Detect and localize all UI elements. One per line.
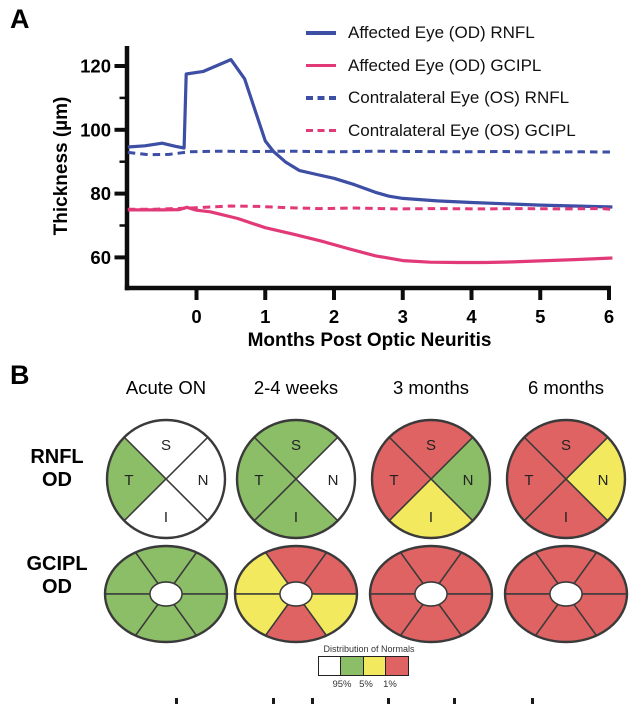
- legend-label: Affected Eye (OD) RNFL: [348, 23, 535, 42]
- panel-a-label: A: [10, 4, 30, 34]
- normals-cell-yellow: [362, 656, 387, 676]
- quadrant-letter-I: I: [429, 509, 433, 526]
- rnfl-row-label-line2: OD: [42, 469, 72, 491]
- quadrant-letter-I: I: [294, 509, 298, 526]
- quadrant-letter-N: N: [198, 472, 209, 489]
- y-axis-title: Thickness (µm): [51, 96, 72, 236]
- y-tick-label: 80: [90, 183, 111, 204]
- legend-row: Affected Eye (OD) RNFL: [306, 22, 535, 44]
- rnfl-circle-outline: [505, 418, 627, 540]
- column-header: Acute ON: [125, 377, 207, 398]
- x-tick-label: 3: [398, 306, 408, 327]
- rnfl-circle-outline: [235, 418, 357, 540]
- legend-label: Contralateral Eye (OS) RNFL: [348, 88, 570, 107]
- cropped-text-fragment: [531, 698, 534, 704]
- x-tick-label: 4: [466, 306, 477, 327]
- rnfl-row-label: RNFL OD: [7, 446, 107, 492]
- quadrant-letter-S: S: [426, 437, 436, 454]
- x-tick-label: 6: [604, 306, 614, 327]
- quadrant-letter-T: T: [254, 472, 263, 489]
- quadrant-letter-T: T: [389, 472, 398, 489]
- quadrant-letter-T: T: [524, 472, 533, 489]
- normals-cell-red: [385, 656, 410, 676]
- quadrant-letter-N: N: [598, 472, 609, 489]
- rnfl-circle-outline: [105, 418, 227, 540]
- legend-label: Contralateral Eye (OS) GCIPL: [348, 120, 576, 140]
- gcipl-row-label-line2: OD: [42, 576, 72, 598]
- x-tick-label: 5: [535, 306, 545, 327]
- gcipl-row-label: GCIPL OD: [7, 553, 107, 599]
- y-tick-label: 60: [90, 247, 111, 268]
- normals-cutoff-label: 5%: [359, 679, 373, 690]
- legend-row: Contralateral Eye (OS) RNFL: [306, 87, 569, 109]
- column-header: 6 months: [527, 377, 605, 398]
- cropped-text-fragment: [387, 698, 390, 704]
- normals-legend-title: Distribution of Normals: [323, 644, 415, 654]
- legend-label: Affected Eye (OD) GCIPL: [348, 55, 542, 75]
- legend-line-sample: [306, 128, 336, 133]
- quadrant-letter-I: I: [164, 509, 168, 526]
- quadrant-letter-S: S: [561, 437, 571, 454]
- legend-line-sample: [306, 31, 336, 35]
- rnfl-circle-outline: [370, 418, 492, 540]
- gcipl-row-label-line1: GCIPL: [26, 553, 88, 575]
- x-tick-label: 0: [191, 306, 201, 327]
- cropped-text-fragment: [272, 698, 275, 704]
- gcipl-outline: [103, 544, 229, 644]
- gcipl-center-hole: [414, 581, 448, 607]
- column-header: 2-4 weeks: [253, 377, 339, 398]
- normals-cell-white: [318, 656, 342, 676]
- quadrant-letter-I: I: [564, 509, 568, 526]
- quadrant-letter-N: N: [463, 472, 474, 489]
- quadrant-letter-S: S: [161, 437, 171, 454]
- gcipl-outline: [233, 544, 359, 644]
- cropped-text-fragment: [311, 698, 314, 704]
- legend-line-sample: [306, 96, 336, 100]
- quadrant-letter-N: N: [328, 472, 339, 489]
- y-tick-label: 120: [80, 56, 111, 77]
- quadrant-letter-T: T: [124, 472, 133, 489]
- normals-cutoff-label: 1%: [383, 679, 397, 690]
- gcipl-center-hole: [149, 581, 183, 607]
- x-tick-label: 1: [260, 306, 270, 327]
- normals-cutoff-label: 95%: [332, 679, 352, 690]
- column-header: 3 months: [392, 377, 470, 398]
- series-line: [127, 58, 613, 209]
- gcipl-center-hole: [279, 581, 313, 607]
- gcipl-outline: [503, 544, 629, 644]
- series-line: [127, 205, 613, 265]
- x-tick-label: 2: [329, 306, 339, 327]
- cropped-text-fragment: [453, 698, 456, 704]
- legend-row: Affected Eye (OD) GCIPL: [306, 55, 541, 77]
- gcipl-outline: [368, 544, 494, 644]
- series-line: [127, 149, 615, 157]
- normals-legend-bar: [318, 656, 410, 676]
- legend-row: Contralateral Eye (OS) GCIPL: [306, 120, 576, 142]
- gcipl-center-hole: [549, 581, 583, 607]
- quadrant-letter-S: S: [291, 437, 301, 454]
- series-line: [127, 204, 615, 212]
- legend-line-sample: [306, 63, 336, 68]
- cropped-text-fragment: [175, 698, 178, 704]
- panel-b-label: B: [10, 360, 30, 390]
- x-axis-title: Months Post Optic Neuritis: [247, 330, 492, 351]
- y-tick-label: 100: [80, 119, 111, 140]
- rnfl-row-label-line1: RNFL: [30, 446, 84, 468]
- normals-cell-green: [340, 656, 365, 676]
